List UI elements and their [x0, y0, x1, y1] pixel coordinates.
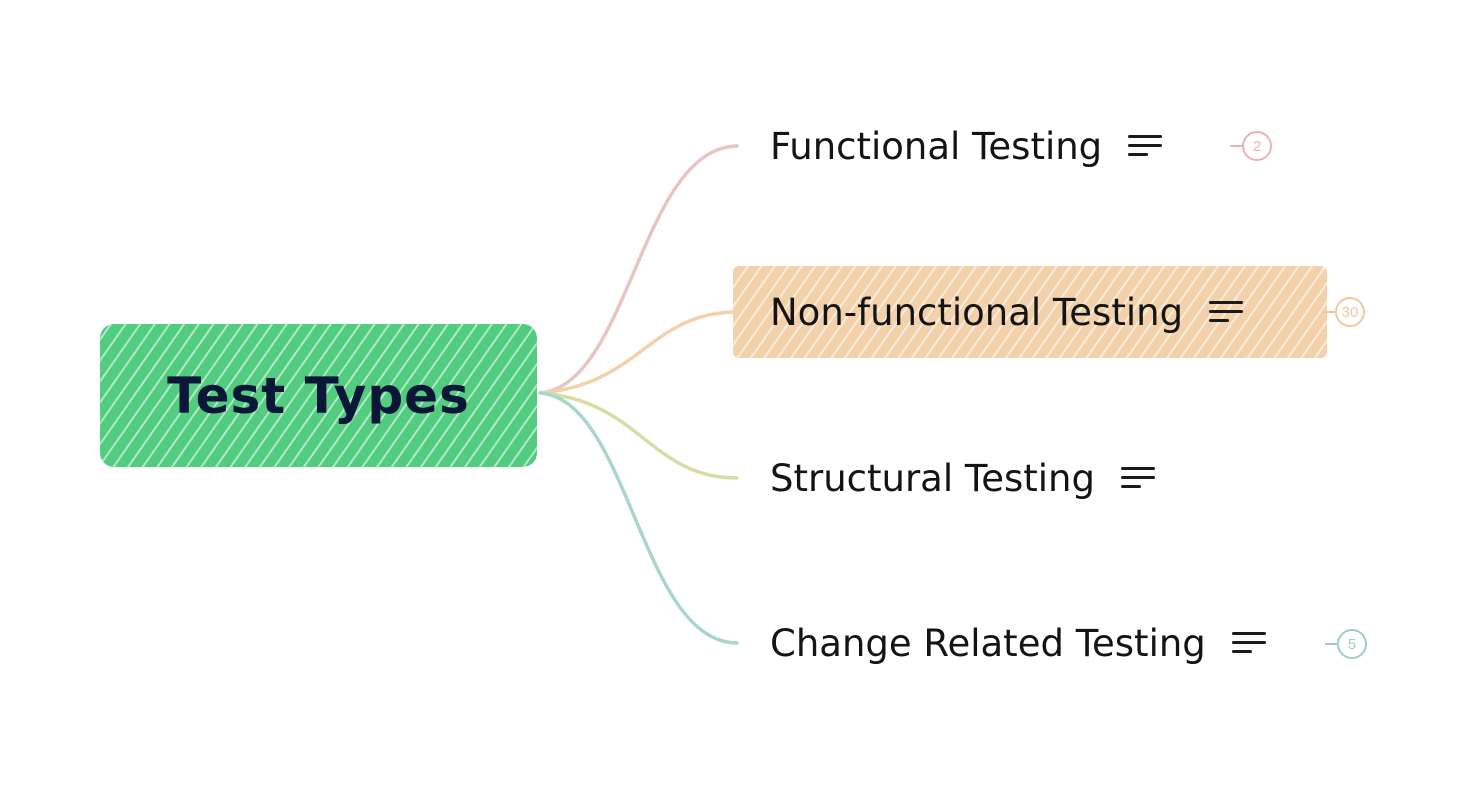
- topic-label: Functional Testing: [770, 124, 1103, 168]
- collapsed-count: 30: [1335, 297, 1365, 327]
- branch-change-related-testing: [538, 391, 739, 645]
- collapsed-count-badge-non-functional[interactable]: 30: [1323, 297, 1365, 327]
- badge-connector: [1325, 643, 1337, 645]
- root-topic[interactable]: Test Types: [100, 324, 537, 467]
- topic-functional-testing[interactable]: Functional Testing: [740, 116, 1163, 176]
- topic-label: Change Related Testing: [770, 621, 1206, 665]
- branch-non-functional-testing: [538, 310, 739, 395]
- topic-structural-testing[interactable]: Structural Testing: [740, 448, 1155, 508]
- collapsed-count: 5: [1337, 629, 1367, 659]
- branch-functional-testing: [538, 144, 739, 395]
- topic-change-related-testing[interactable]: Change Related Testing: [740, 613, 1266, 673]
- collapsed-count-badge-functional[interactable]: 2: [1230, 131, 1272, 161]
- notes-icon[interactable]: [1231, 630, 1266, 656]
- notes-icon[interactable]: [1128, 133, 1163, 159]
- root-topic-label: Test Types: [167, 366, 470, 425]
- collapsed-count: 2: [1242, 131, 1272, 161]
- topic-label: Non-functional Testing: [770, 290, 1184, 334]
- notes-icon[interactable]: [1120, 465, 1155, 491]
- topic-non-functional-testing[interactable]: Non-functional Testing: [740, 282, 1244, 342]
- topic-label: Structural Testing: [770, 456, 1095, 500]
- branch-structural-testing: [538, 391, 739, 480]
- notes-icon[interactable]: [1209, 299, 1244, 325]
- collapsed-count-badge-change-related[interactable]: 5: [1325, 629, 1367, 659]
- badge-connector: [1323, 311, 1335, 313]
- badge-connector: [1230, 145, 1242, 147]
